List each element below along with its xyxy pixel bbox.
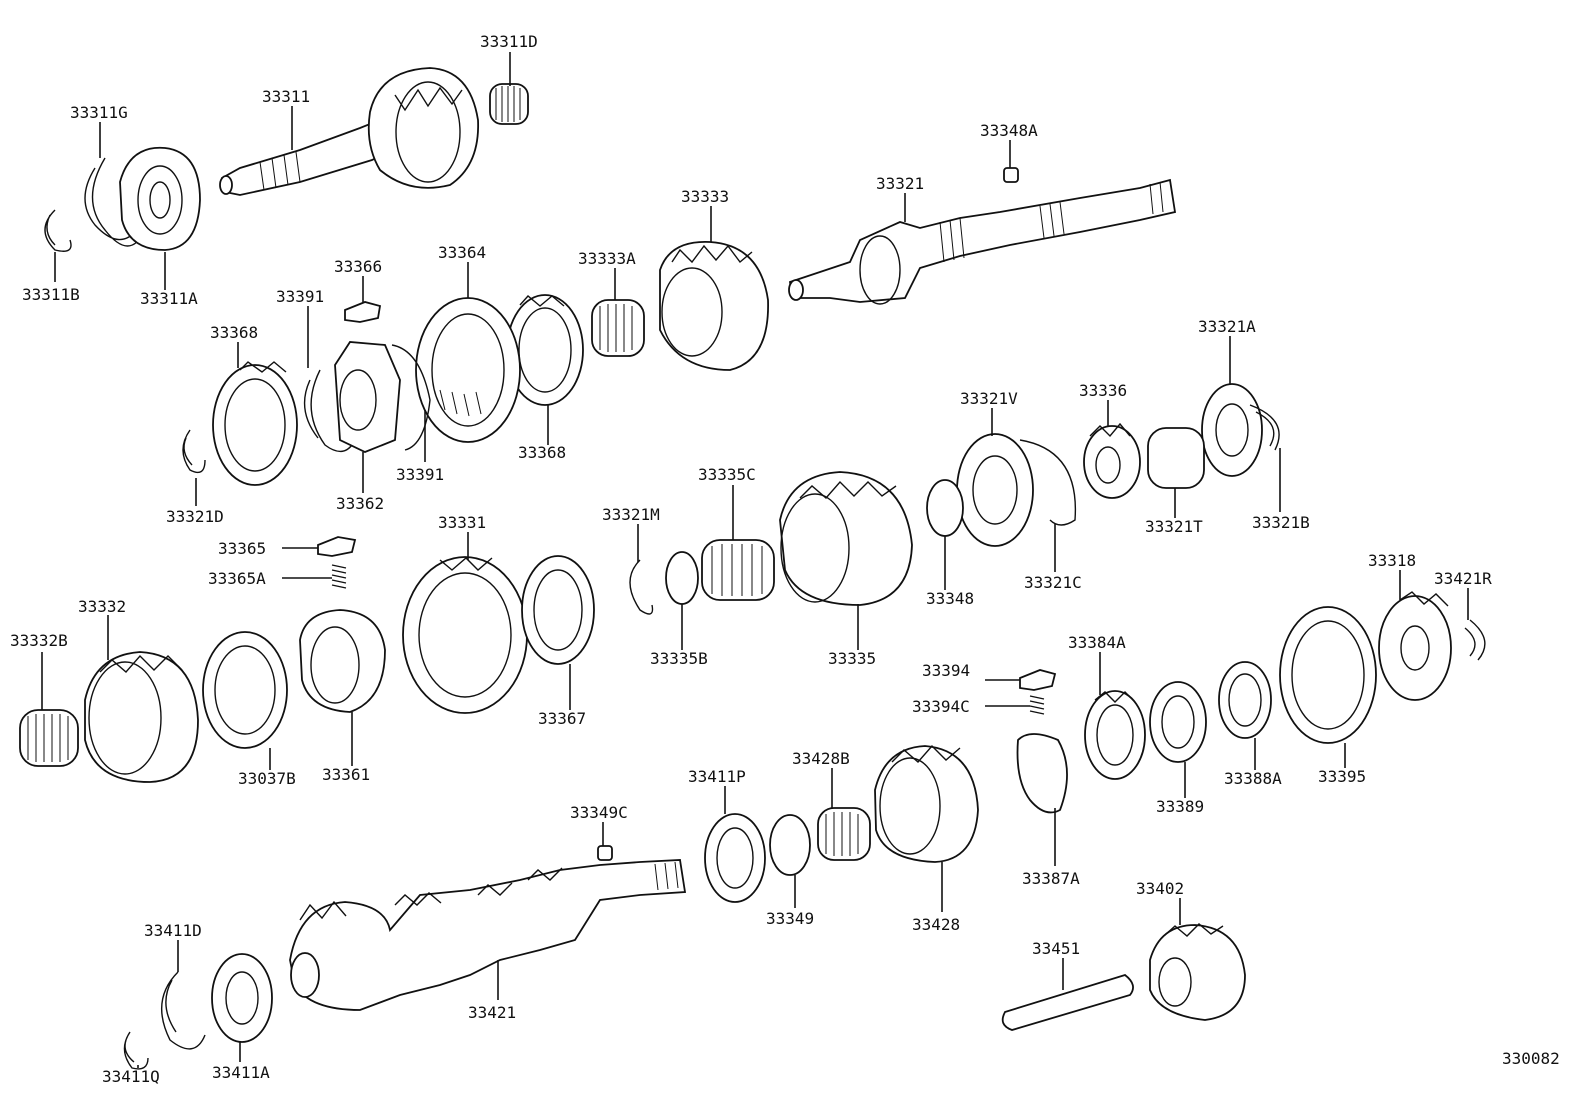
label-33394c[interactable]: 33394C bbox=[912, 697, 970, 716]
label-33332[interactable]: 33332 bbox=[78, 597, 126, 616]
label-33336[interactable]: 33336 bbox=[1079, 381, 1127, 400]
spring-33365a bbox=[331, 564, 347, 589]
sleeve-33395 bbox=[1279, 606, 1377, 744]
pin-33349c bbox=[597, 845, 613, 861]
sleeve-33364 bbox=[415, 297, 521, 443]
label-33332b[interactable]: 33332B bbox=[10, 631, 68, 650]
sync-ring-33368-lower bbox=[182, 361, 298, 486]
label-33411p[interactable]: 33411P bbox=[688, 767, 746, 786]
label-33395[interactable]: 33395 bbox=[1318, 767, 1366, 786]
label-33391-lower[interactable]: 33391 bbox=[396, 465, 444, 484]
ring-33387a bbox=[1016, 733, 1068, 814]
ring-group-33388a bbox=[1084, 661, 1272, 780]
needle-bearing-33311d bbox=[489, 83, 529, 125]
label-33321m[interactable]: 33321M bbox=[602, 505, 660, 524]
sync-ring-33368-upper bbox=[506, 294, 584, 406]
label-33037b[interactable]: 33037B bbox=[238, 769, 296, 788]
label-33365[interactable]: 33365 bbox=[218, 539, 266, 558]
gear-33333 bbox=[659, 241, 769, 371]
label-33335c[interactable]: 33335C bbox=[698, 465, 756, 484]
hub-33361 bbox=[299, 609, 386, 713]
label-33428[interactable]: 33428 bbox=[912, 915, 960, 934]
label-33451[interactable]: 33451 bbox=[1032, 939, 1080, 958]
label-33311a[interactable]: 33311A bbox=[140, 289, 198, 308]
washer-33335b bbox=[665, 551, 699, 605]
counter-shaft-33421 bbox=[289, 859, 687, 1011]
label-33321t[interactable]: 33321T bbox=[1145, 517, 1203, 536]
part-labels: 33311D 33311 33311G 33311B 33311A 33348A… bbox=[10, 32, 1560, 1086]
label-33411q[interactable]: 33411Q bbox=[102, 1067, 160, 1086]
label-33384a[interactable]: 33384A bbox=[1068, 633, 1126, 652]
gear-33402 bbox=[1149, 923, 1246, 1021]
spring-33394c bbox=[1029, 695, 1045, 715]
key-33394 bbox=[1019, 669, 1057, 691]
hub-33318 bbox=[1378, 591, 1486, 701]
label-33364[interactable]: 33364 bbox=[438, 243, 486, 262]
label-33333a[interactable]: 33333A bbox=[578, 249, 636, 268]
label-33367[interactable]: 33367 bbox=[538, 709, 586, 728]
label-33362[interactable]: 33362 bbox=[336, 494, 384, 513]
gear-33332 bbox=[19, 651, 199, 783]
label-33331[interactable]: 33331 bbox=[438, 513, 486, 532]
label-33411a[interactable]: 33411A bbox=[212, 1063, 270, 1082]
label-33311d[interactable]: 33311D bbox=[480, 32, 538, 51]
label-33389[interactable]: 33389 bbox=[1156, 797, 1204, 816]
label-33348[interactable]: 33348 bbox=[926, 589, 974, 608]
label-33361[interactable]: 33361 bbox=[322, 765, 370, 784]
label-33421[interactable]: 33421 bbox=[468, 1003, 516, 1022]
bearing-33321v bbox=[926, 433, 1077, 547]
input-shaft bbox=[219, 67, 479, 196]
part-drawings bbox=[19, 67, 1486, 1070]
label-33321[interactable]: 33321 bbox=[876, 174, 924, 193]
label-33311[interactable]: 33311 bbox=[262, 87, 310, 106]
pin-33348a bbox=[1003, 167, 1019, 183]
label-33335[interactable]: 33335 bbox=[828, 649, 876, 668]
label-33321v[interactable]: 33321V bbox=[960, 389, 1018, 408]
label-33428b[interactable]: 33428B bbox=[792, 749, 850, 768]
label-33348a[interactable]: 33348A bbox=[980, 121, 1038, 140]
label-33365a[interactable]: 33365A bbox=[208, 569, 266, 588]
key-33365 bbox=[317, 536, 357, 557]
label-33321c[interactable]: 33321C bbox=[1024, 573, 1082, 592]
ring-33321m bbox=[629, 559, 654, 615]
bearing-group-33311 bbox=[44, 146, 201, 252]
label-33321d[interactable]: 33321D bbox=[166, 507, 224, 526]
bearing-group-33411 bbox=[123, 953, 273, 1070]
label-33321a[interactable]: 33321A bbox=[1198, 317, 1256, 336]
output-shaft bbox=[788, 178, 1177, 305]
label-33321b[interactable]: 33321B bbox=[1252, 513, 1310, 532]
sleeve-33331 bbox=[402, 555, 595, 714]
leader-lines bbox=[41, 52, 1469, 1068]
key-33366 bbox=[344, 301, 382, 323]
label-33318[interactable]: 33318 bbox=[1368, 551, 1416, 570]
label-33366[interactable]: 33366 bbox=[334, 257, 382, 276]
gear-33428 bbox=[817, 744, 979, 863]
ring-33037b bbox=[202, 631, 288, 749]
label-33349c[interactable]: 33349C bbox=[570, 803, 628, 822]
label-33387a[interactable]: 33387A bbox=[1022, 869, 1080, 888]
bearing-33411p bbox=[704, 813, 766, 903]
label-33402[interactable]: 33402 bbox=[1136, 879, 1184, 898]
bearing-33333a bbox=[591, 299, 645, 357]
shaft-33451 bbox=[1001, 974, 1134, 1031]
label-33311b[interactable]: 33311B bbox=[22, 285, 80, 304]
label-33411d[interactable]: 33411D bbox=[144, 921, 202, 940]
hub-group-33362 bbox=[303, 341, 431, 453]
label-33368-upper[interactable]: 33368 bbox=[210, 323, 258, 342]
bearing-33335c bbox=[701, 539, 775, 601]
label-33311g[interactable]: 33311G bbox=[70, 103, 128, 122]
diagram-id: 330082 bbox=[1502, 1049, 1560, 1068]
bearing-33321a bbox=[1083, 383, 1280, 499]
label-33335b[interactable]: 33335B bbox=[650, 649, 708, 668]
label-33333[interactable]: 33333 bbox=[681, 187, 729, 206]
label-33391-upper[interactable]: 33391 bbox=[276, 287, 324, 306]
washer-33349 bbox=[769, 814, 811, 876]
label-33394[interactable]: 33394 bbox=[922, 661, 970, 680]
label-33421r[interactable]: 33421R bbox=[1434, 569, 1492, 588]
gear-33335 bbox=[779, 471, 913, 606]
label-33368-lower[interactable]: 33368 bbox=[518, 443, 566, 462]
label-33349[interactable]: 33349 bbox=[766, 909, 814, 928]
label-33388a[interactable]: 33388A bbox=[1224, 769, 1282, 788]
